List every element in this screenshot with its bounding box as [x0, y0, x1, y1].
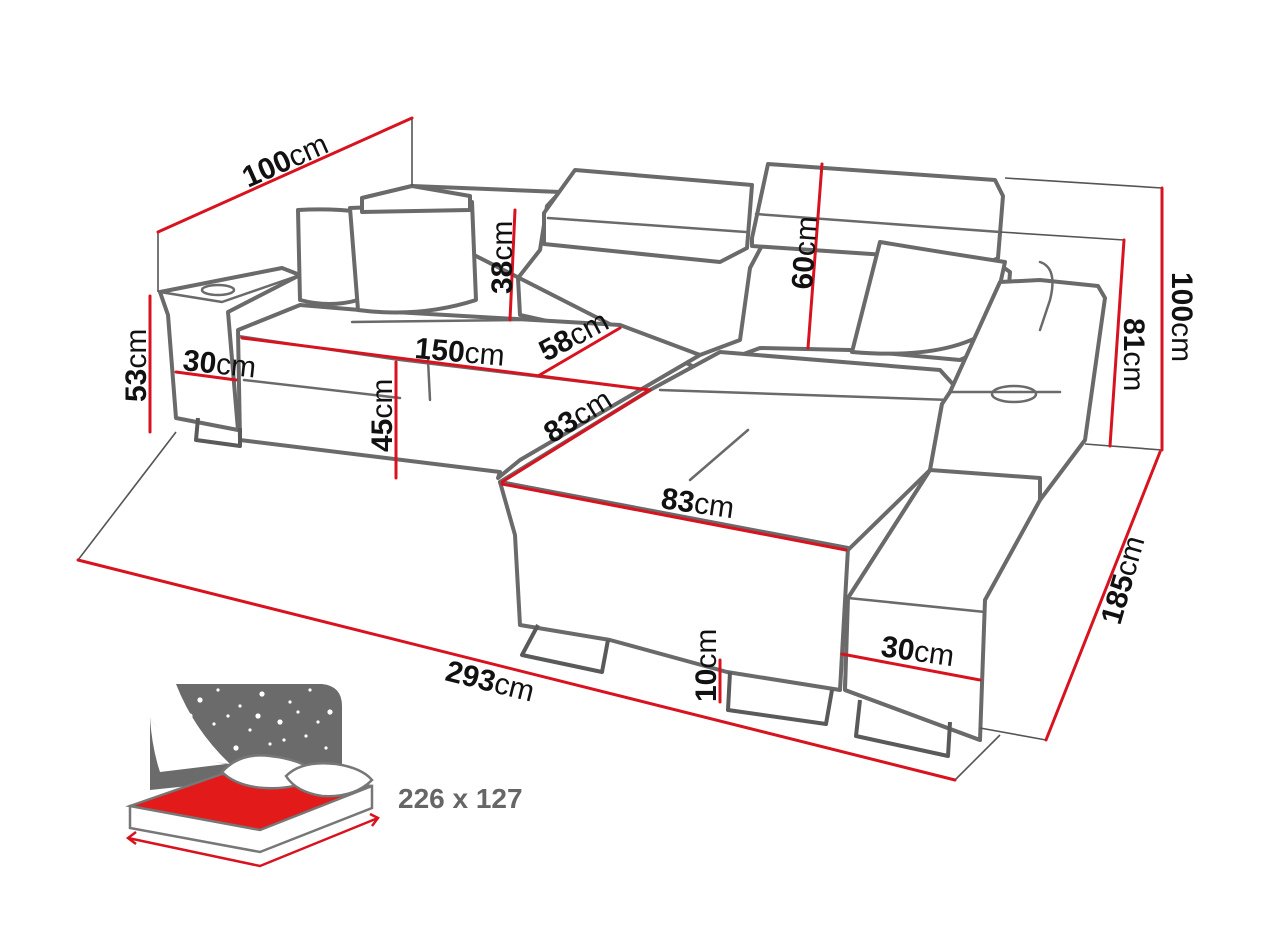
right-cupholder: [990, 384, 1038, 404]
star: [268, 742, 272, 746]
label-total-height: 100cm: [1165, 272, 1198, 362]
label-chaise-width: 83cm: [659, 482, 736, 525]
star: [296, 710, 300, 714]
star: [212, 722, 216, 726]
leg-chaise-left: [520, 624, 610, 674]
star: [324, 746, 328, 750]
label-arm-width: 30cm: [181, 344, 257, 384]
right-armrest-handle: [1038, 260, 1054, 332]
star: [304, 734, 308, 738]
star: [216, 688, 220, 692]
right-headrest: [750, 162, 1005, 264]
dim-line-seat-width: [240, 336, 652, 392]
leg-left-back: [194, 417, 242, 448]
sofa-drawing: [158, 162, 1107, 758]
star: [316, 720, 320, 724]
star: [288, 700, 292, 704]
dimension-lines: [76, 116, 1164, 782]
bed-width-arrow: [127, 816, 379, 868]
right-headrest-line: [754, 212, 1002, 234]
label-chaise-arm-width: 30cm: [879, 630, 956, 673]
dim-line-total-depth: [1044, 450, 1162, 742]
leg-chaise-right: [854, 699, 952, 758]
left-arm-cushion: [360, 184, 472, 214]
left-seat-cushion-split: [350, 318, 522, 402]
star: [248, 728, 252, 732]
label-back-height: 81cm: [1117, 318, 1150, 391]
dim-line-back-height: [1108, 238, 1126, 448]
leg-chaise-middle: [726, 671, 834, 726]
star: [308, 688, 312, 692]
star: [187, 713, 193, 719]
label-back-depth: 100cm: [237, 128, 333, 195]
dim-line-chaise-arm-width: [840, 652, 982, 682]
left-armrest-top: [158, 273, 302, 304]
left-seat-base: [242, 378, 402, 400]
dim-line-chaise-seat-depth: [500, 388, 652, 484]
left-headrest: [542, 168, 754, 264]
label-seat-width: 150cm: [413, 332, 506, 373]
label-leg-height: 10cm: [690, 629, 723, 702]
dim-line-chaise-width: [500, 482, 848, 552]
chaise-side-edge: [846, 596, 987, 614]
star: [197, 697, 203, 703]
dim-line-back-depth: [156, 116, 414, 234]
chaise-side-block: [843, 468, 1042, 742]
left-headrest-line: [546, 216, 748, 234]
star: [226, 714, 230, 718]
left-armrest: [158, 266, 302, 432]
left-pillow-front: [348, 200, 478, 315]
stars: [187, 688, 333, 751]
label-arm-height: 53cm: [120, 329, 153, 402]
bed-pillow-front: [284, 762, 374, 798]
star: [233, 745, 239, 751]
star: [238, 704, 242, 708]
dim-line-seat-depth: [536, 326, 622, 378]
label-backrest-height: 38cm: [486, 221, 519, 294]
star: [259, 691, 265, 697]
dim-line-arm-width: [174, 370, 238, 382]
star: [277, 719, 283, 725]
label-seat-height: 45cm: [366, 379, 399, 452]
chaise-cushion-split: [658, 388, 952, 482]
bed-size-label: 226 x 127: [398, 783, 523, 814]
dim-line-total-width: [76, 558, 957, 782]
star: [327, 709, 333, 715]
label-total-depth: 185cm: [1095, 532, 1152, 628]
star: [255, 713, 261, 719]
left-cupholder: [200, 283, 236, 297]
moon-crescent: [150, 718, 226, 772]
star: [282, 738, 286, 742]
label-headrest-height: 60cm: [786, 215, 824, 290]
dim-line-backrest-height: [508, 208, 517, 322]
sleeping-bed-stars-icon: [125, 684, 380, 868]
dim-line-headrest-height: [806, 162, 824, 350]
